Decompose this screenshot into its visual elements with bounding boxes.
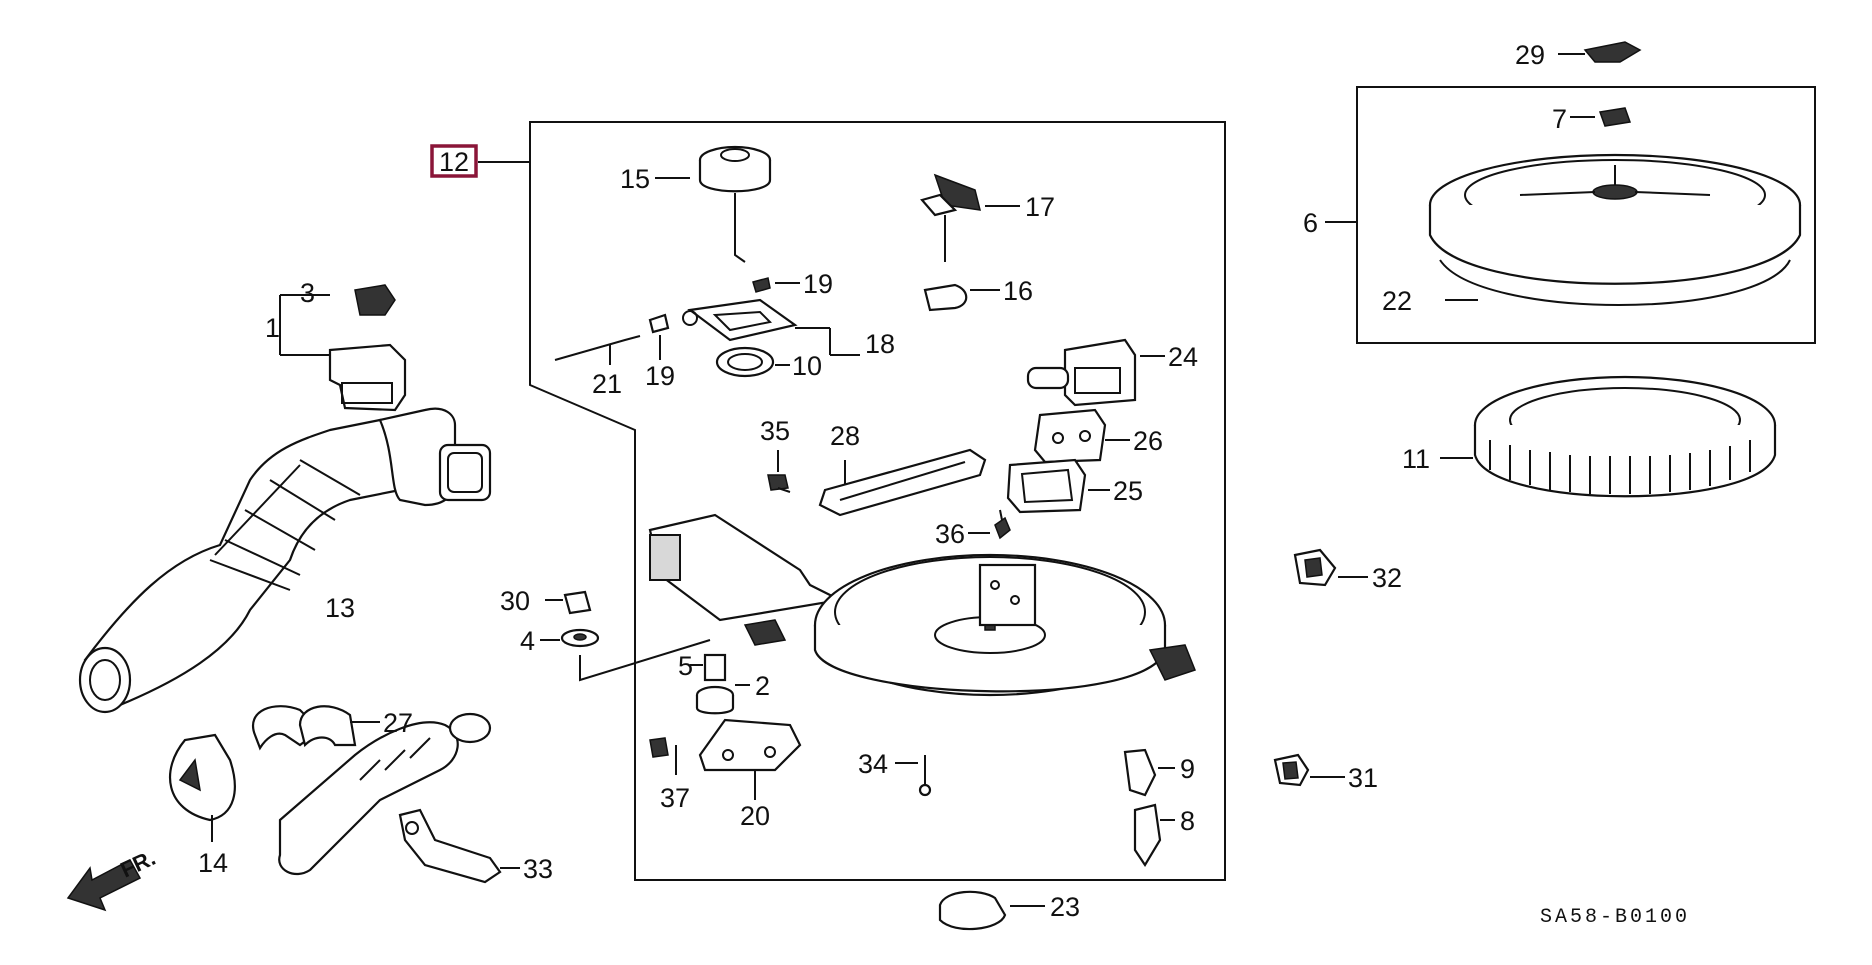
part-label-27[interactable]: 27 <box>383 708 413 738</box>
part-label-37[interactable]: 37 <box>660 783 690 813</box>
part-label-34[interactable]: 34 <box>858 749 888 779</box>
part-label-6[interactable]: 6 <box>1303 208 1318 238</box>
part-label-14[interactable]: 14 <box>198 848 228 878</box>
part-label-23[interactable]: 23 <box>1050 892 1080 922</box>
front-direction-arrow: FR. <box>66 845 159 912</box>
part-label-29[interactable]: 29 <box>1515 40 1545 70</box>
seal-10[interactable] <box>715 346 790 378</box>
part-label-2[interactable]: 2 <box>755 671 770 701</box>
callout-highlight <box>430 144 478 178</box>
clip-8[interactable] <box>1133 803 1175 868</box>
assembly-12-outline <box>478 121 1226 881</box>
stay-33[interactable] <box>398 808 520 884</box>
connector-24[interactable] <box>1026 338 1165 407</box>
bolt-36[interactable] <box>968 509 1011 540</box>
cover-22[interactable] <box>1428 153 1802 306</box>
vacuum-motor-15[interactable] <box>655 145 772 263</box>
part-label-18[interactable]: 18 <box>865 329 895 359</box>
clip-32[interactable] <box>1293 548 1368 587</box>
part-label-35[interactable]: 35 <box>760 416 790 446</box>
part-label-20[interactable]: 20 <box>740 801 770 831</box>
part-label-32[interactable]: 32 <box>1372 563 1402 593</box>
part-label-5[interactable]: 5 <box>678 651 693 681</box>
cover-assembly-outline <box>1325 86 1816 344</box>
part-label-21[interactable]: 21 <box>592 369 622 399</box>
part-label-22[interactable]: 22 <box>1382 286 1412 316</box>
bolt-35[interactable] <box>767 450 791 493</box>
air-cleaner-case[interactable] <box>648 513 1196 697</box>
lever-18[interactable] <box>682 298 860 356</box>
clip-9[interactable] <box>1123 748 1175 797</box>
part-label-24[interactable]: 24 <box>1168 342 1198 372</box>
part-label-9[interactable]: 9 <box>1180 754 1195 784</box>
part-label-19-lower[interactable]: 19 <box>645 361 675 391</box>
resonator-clamp-1[interactable] <box>279 284 407 412</box>
bolt-37[interactable] <box>649 737 677 775</box>
band-clamp-14[interactable] <box>168 733 236 842</box>
nut-30[interactable] <box>545 590 592 615</box>
bracket-27[interactable] <box>252 705 380 751</box>
pin-19-upper[interactable] <box>752 277 800 293</box>
part-label-4[interactable]: 4 <box>520 626 535 656</box>
part-label-10[interactable]: 10 <box>792 351 822 381</box>
clip-29[interactable] <box>1558 41 1642 63</box>
part-label-15[interactable]: 15 <box>620 164 650 194</box>
part-labels: 1 2 3 4 5 6 7 8 9 10 11 13 14 15 16 17 1… <box>198 40 1567 922</box>
part-label-7[interactable]: 7 <box>1552 104 1567 134</box>
part-label-26[interactable]: 26 <box>1133 426 1163 456</box>
pad-26[interactable] <box>1033 408 1130 464</box>
diagram-code: SA58-B0100 <box>1540 906 1690 929</box>
callout-12-label: 12 <box>439 147 469 177</box>
clip-31[interactable] <box>1273 753 1345 787</box>
gasket-23[interactable] <box>938 890 1045 931</box>
part-label-16[interactable]: 16 <box>1003 276 1033 306</box>
part-label-30[interactable]: 30 <box>500 586 530 616</box>
washer-4[interactable] <box>540 628 711 682</box>
pin-19-lower[interactable] <box>648 313 670 360</box>
part-label-11[interactable]: 11 <box>1402 444 1430 474</box>
part-label-1[interactable]: 1 <box>265 313 280 343</box>
part-label-28[interactable]: 28 <box>830 421 860 451</box>
breather-hose[interactable] <box>278 712 492 876</box>
sensor-17[interactable] <box>920 173 1020 262</box>
part-label-17[interactable]: 17 <box>1025 192 1055 222</box>
part-label-8[interactable]: 8 <box>1180 806 1195 836</box>
cap-16[interactable] <box>923 283 1000 312</box>
bolt-34[interactable] <box>895 755 932 797</box>
rod-21[interactable] <box>554 335 641 365</box>
part-label-25[interactable]: 25 <box>1113 476 1143 506</box>
stay-28[interactable] <box>818 448 987 517</box>
part-label-33[interactable]: 33 <box>523 854 553 884</box>
part-label-13[interactable]: 13 <box>325 593 355 623</box>
part-label-19-upper[interactable]: 19 <box>803 269 833 299</box>
bracket-20[interactable] <box>698 718 802 800</box>
part-label-3[interactable]: 3 <box>300 278 315 308</box>
intake-tube-13[interactable] <box>78 407 492 714</box>
assembly-callout-box[interactable]: 12 <box>430 144 478 178</box>
part-label-36[interactable]: 36 <box>935 519 965 549</box>
air-filter-element-11[interactable] <box>1440 375 1777 498</box>
grommet-2[interactable] <box>695 684 750 715</box>
collar-5[interactable] <box>690 653 727 682</box>
part-label-31[interactable]: 31 <box>1348 763 1378 793</box>
wing-nut-7[interactable] <box>1570 107 1632 127</box>
gasket-25[interactable] <box>1006 458 1110 514</box>
